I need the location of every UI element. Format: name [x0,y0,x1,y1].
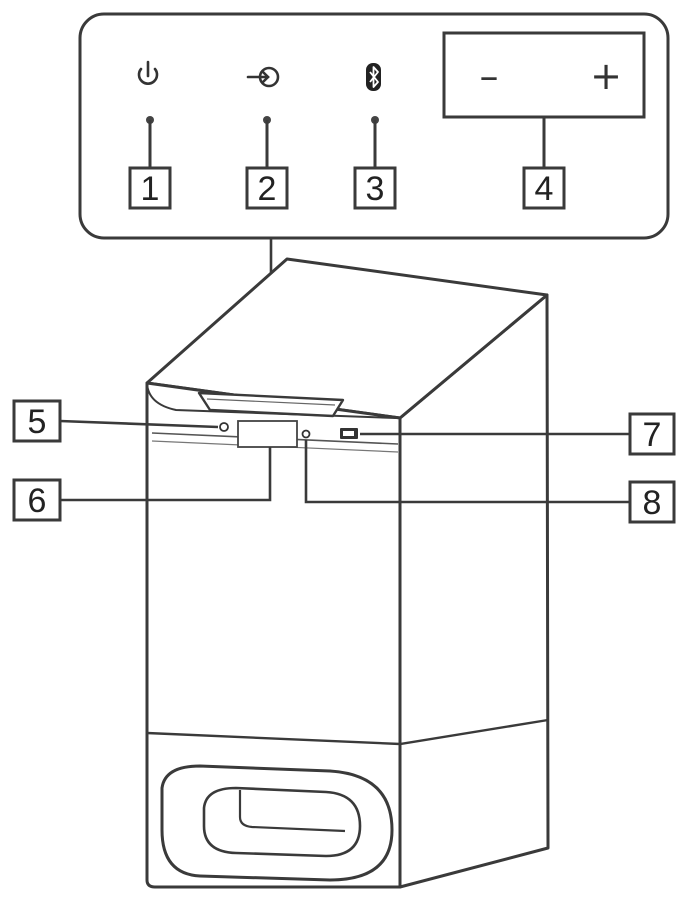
svg-text:7: 7 [643,416,662,454]
front-display [237,420,298,448]
svg-text:6: 6 [28,482,47,520]
front-top-band [146,382,397,419]
remote-sensor [219,422,229,432]
callout-7: 7 [628,412,676,456]
volume-plus-label: + [590,54,622,98]
lower-section-boundary [146,718,549,746]
callout-5: 5 [12,399,62,443]
power-icon [137,60,159,85]
callout-4: 4 [522,166,566,210]
callout-2: 2 [245,166,289,210]
volume-minus-label: – [480,54,499,98]
svg-text:5: 5 [28,403,47,441]
callout-6: 6 [12,478,62,522]
speaker-front-face [145,381,402,889]
top-button-strip [197,391,345,418]
svg-text:3: 3 [366,170,385,208]
bass-port-inner [202,786,362,858]
svg-text:4: 4 [535,170,554,208]
svg-text:2: 2 [258,170,277,208]
svg-text:8: 8 [643,484,662,522]
callout-1: 1 [128,166,172,210]
svg-text:1: 1 [141,170,160,208]
input-icon [246,66,280,88]
bluetooth-icon [366,63,381,91]
callout-8: 8 [628,480,676,524]
headphone-jack [301,429,311,439]
volume-button-panel [442,31,646,119]
callout-3: 3 [353,166,397,210]
